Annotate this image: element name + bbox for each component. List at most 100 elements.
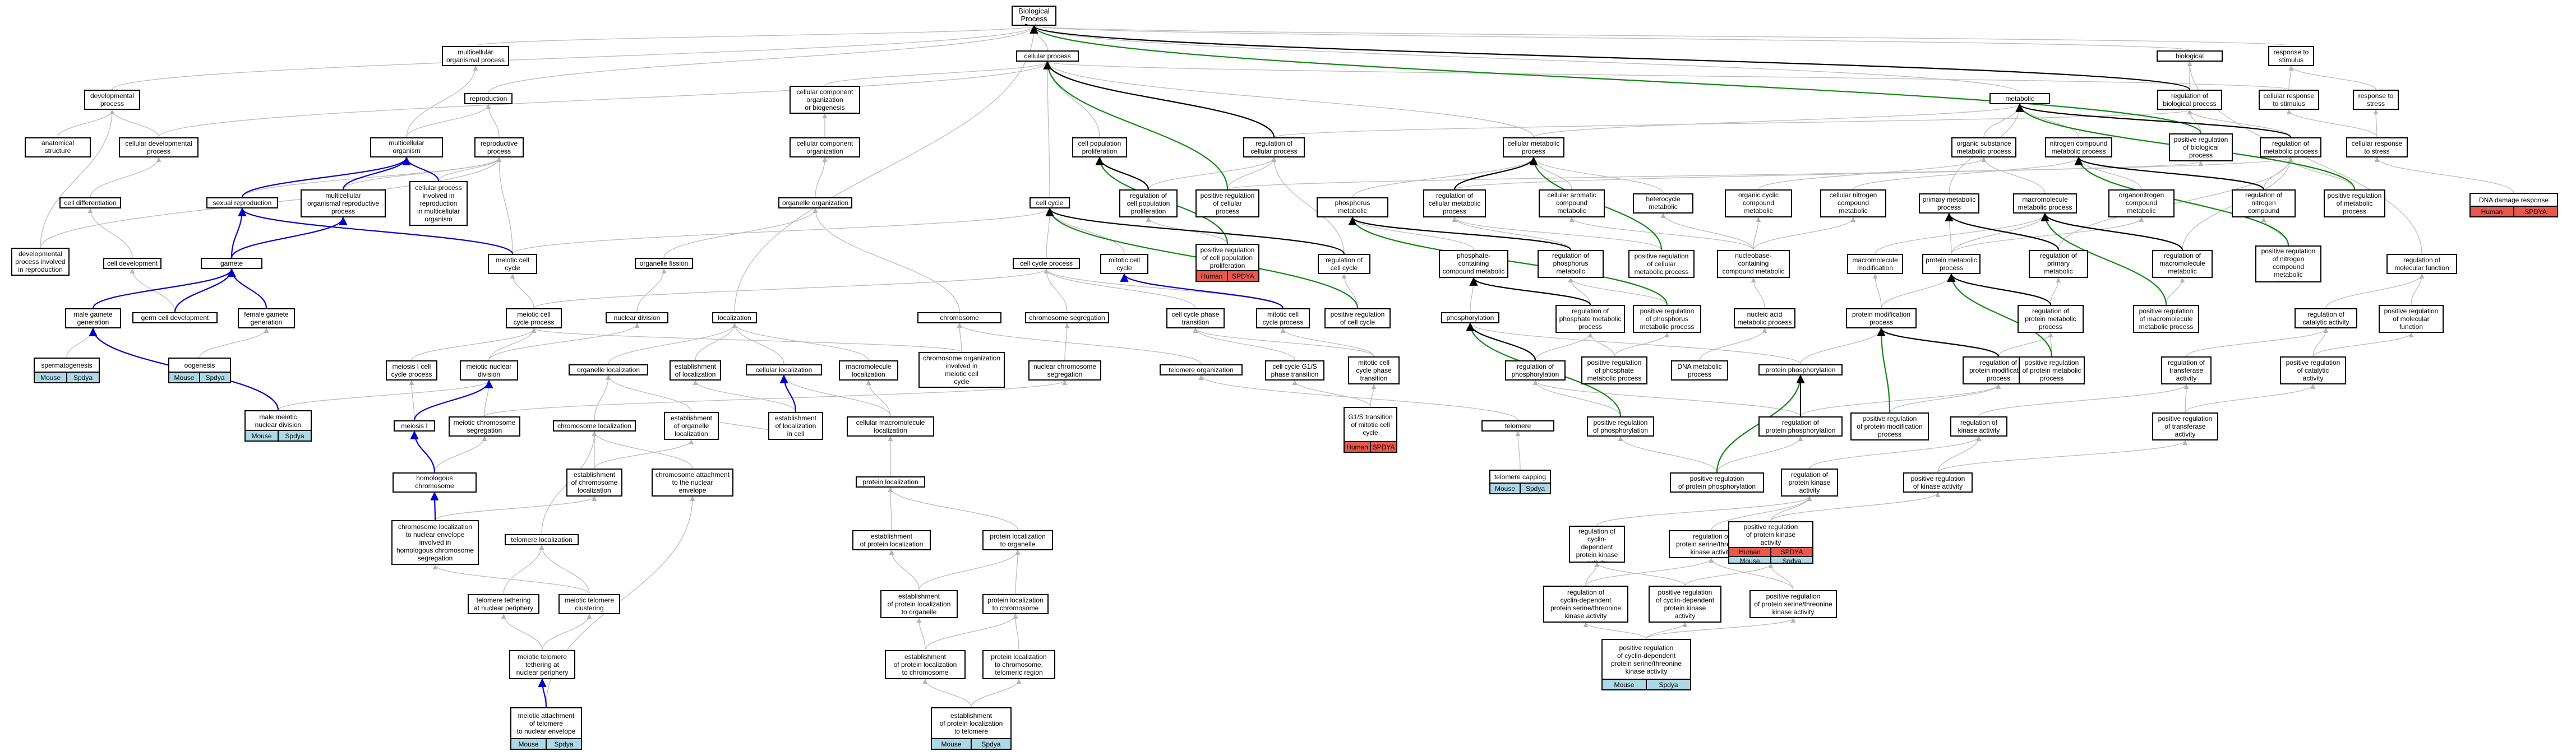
go-term-metabolic-process[interactable]: metabolic process xyxy=(1989,93,2050,104)
go-term-regulation-of-protein-phosphorylation[interactable]: regulation of protein phosphorylation xyxy=(1758,416,1843,437)
go-term-telomere-localization[interactable]: telomere localization xyxy=(505,534,579,545)
go-term-meiotic-cell-cycle[interactable]: meiotic cell cycle xyxy=(488,254,537,274)
go-term-gamete-generation[interactable]: gamete generation xyxy=(201,258,262,269)
go-term-organelle-fission[interactable]: organelle fission xyxy=(635,258,693,269)
go-term-positive-regulation-of-macromolecule-metabolic-process[interactable]: positive regulation of macromolecule met… xyxy=(2133,305,2199,333)
go-term-protein-localization[interactable]: protein localization xyxy=(856,476,925,488)
go-term-cell-cycle-process[interactable]: cell cycle process xyxy=(1013,258,1080,269)
go-term-positive-regulation-of-cell-cycle[interactable]: positive regulation of cell cycle xyxy=(1324,308,1391,328)
go-term-regulation-of-molecular-function[interactable]: regulation of molecular function xyxy=(2386,254,2457,274)
go-term-macromolecule-localization[interactable]: macromolecule localization xyxy=(839,360,898,381)
go-term-multicellular-organism-reproduction[interactable]: multicellular organism reproduction xyxy=(370,137,443,157)
go-term-nuclear-chromosome-segregation[interactable]: nuclear chromosome segregation xyxy=(1028,360,1101,381)
go-term-chromosome-organization[interactable]: chromosome organization xyxy=(917,312,1001,323)
go-term-germ-cell-development[interactable]: germ cell development xyxy=(132,312,218,323)
go-term-protein-modification-process[interactable]: protein modification process xyxy=(1846,308,1917,328)
go-term-cellular-process[interactable]: cellular process xyxy=(1016,50,1079,62)
go-term-nuclear-division[interactable]: nuclear division xyxy=(606,312,668,323)
go-term-positive-regulation-of-protein-kinase-activity[interactable]: positive regulation of protein kinase ac… xyxy=(1728,521,1813,564)
go-term-regulation-of-phosphate-metabolic-process[interactable]: regulation of phosphate metabolic proces… xyxy=(1555,305,1625,333)
go-term-positive-regulation-of-phosphorus-metabolic-process[interactable]: positive regulation of phosphorus metabo… xyxy=(1633,305,1701,333)
go-term-localization[interactable]: localization xyxy=(712,312,757,323)
go-term-regulation-of-protein-metabolic-process[interactable]: regulation of protein metabolic process xyxy=(2018,305,2084,333)
go-term-cellular-process-involved-in-reproduction[interactable]: cellular process involved in reproductio… xyxy=(409,181,468,226)
go-term-multicellular-organismal-reproductive-process[interactable]: multicellular organismal reproductive pr… xyxy=(301,189,386,217)
go-term-meiotic-nuclear-division[interactable]: meiotic nuclear division xyxy=(460,360,518,381)
go-term-cellular-aromatic-compound-metabolic-process[interactable]: cellular aromatic compound metabolic pro… xyxy=(1539,189,1605,217)
go-term-protein-localization-to-chromosome[interactable]: protein localization to chromosome xyxy=(982,594,1049,614)
go-term-establishment-of-protein-localization-to-organelle[interactable]: establishment of protein localization to… xyxy=(880,590,958,618)
go-term-male-gamete-generation[interactable]: male gamete generation xyxy=(65,308,121,328)
go-term-meiotic-telomere-tethering-at-nuclear-periphery[interactable]: meiotic telomere tethering at nuclear pe… xyxy=(509,650,575,679)
go-term-positive-regulation-of-cellular-metabolic-process[interactable]: positive regulation of cellular metaboli… xyxy=(1628,250,1695,278)
go-term-response-to-stimulus[interactable]: response to stimulus xyxy=(2268,46,2314,66)
go-term-chromosome-attachment-to-the-nuclear-envelope[interactable]: chromosome attachment to the nuclear env… xyxy=(652,469,733,497)
go-term-reproductive-process[interactable]: reproductive process xyxy=(474,137,524,157)
go-term-phosphate-containing-compound-metabolic-process[interactable]: phosphate-containing compound metabolic … xyxy=(1439,250,1508,278)
go-term-regulation-of-primary-metabolic-process[interactable]: regulation of primary metabolic process xyxy=(2029,250,2088,278)
go-term-regulation-of-phosphorylation[interactable]: regulation of phosphorylation xyxy=(1505,360,1566,381)
go-term-sexual-reproduction[interactable]: sexual reproduction xyxy=(206,197,278,208)
go-term-regulation-of-cell-cycle[interactable]: regulation of cell cycle xyxy=(1318,254,1370,274)
go-term-meiotic-chromosome-segregation[interactable]: meiotic chromosome segregation xyxy=(449,416,520,437)
go-term-cellular-developmental-process[interactable]: cellular developmental process xyxy=(119,137,198,157)
go-term-positive-regulation-of-cell-population-proliferation[interactable]: positive regulation of cell population p… xyxy=(1195,244,1259,282)
go-term-protein-metabolic-process[interactable]: protein metabolic process xyxy=(1922,254,1981,274)
go-term-positive-regulation-of-phosphate-metabolic-process[interactable]: positive regulation of phosphate metabol… xyxy=(1581,356,1647,384)
go-term-mitotic-cell-cycle[interactable]: mitotic cell cycle xyxy=(1100,254,1148,274)
go-term-regulation-of-biological-process[interactable]: regulation of biological process xyxy=(2157,90,2222,110)
go-term-nitrogen-compound-metabolic-process[interactable]: nitrogen compound metabolic process xyxy=(2045,137,2112,157)
go-term-establishment-of-organelle-localization[interactable]: establishment of organelle localization xyxy=(664,412,719,440)
go-term-chromosome-organization-involved-in-meiotic-cell-cycle[interactable]: chromosome organization involved in meio… xyxy=(918,352,1005,388)
go-term-meiotic-telomere-clustering[interactable]: meiotic telomere clustering xyxy=(558,594,620,614)
go-term-regulation-of-cyclin-dependent-protein-kinase-activity[interactable]: regulation of cyclin-dependent protein k… xyxy=(1569,526,1625,563)
go-term-regulation-of-transferase-activity[interactable]: regulation of transferase activity xyxy=(2161,356,2212,384)
go-term-establishment-of-protein-localization-to-telomere[interactable]: establishment of protein localization to… xyxy=(931,707,1012,750)
go-term-macromolecule-modification[interactable]: macromolecule modification xyxy=(1847,254,1903,274)
go-term-cell-population-proliferation[interactable]: cell population proliferation xyxy=(1072,137,1127,157)
go-term-homologous-chromosome-segregation[interactable]: homologous chromosome segregation xyxy=(393,472,477,493)
go-term-positive-regulation-of-metabolic-process[interactable]: positive regulation of metabolic process xyxy=(2324,189,2385,217)
go-term-positive-regulation-of-catalytic-activity[interactable]: positive regulation of catalytic activit… xyxy=(2280,356,2346,384)
go-term-positive-regulation-of-biological-process[interactable]: positive regulation of biological proces… xyxy=(2169,133,2233,161)
go-term-positive-regulation-of-protein-metabolic-process[interactable]: positive regulation of protein metabolic… xyxy=(2019,356,2085,384)
go-term-regulation-of-nitrogen-compound-metabolic-process[interactable]: regulation of nitrogen compound metaboli… xyxy=(2232,189,2296,217)
go-term-cellular-component-organization[interactable]: cellular component organization xyxy=(790,137,860,157)
go-term-protein-phosphorylation[interactable]: protein phosphorylation xyxy=(1758,364,1843,375)
go-term-female-gamete-generation[interactable]: female gamete generation xyxy=(238,308,295,328)
go-term-dna-metabolic-process[interactable]: DNA metabolic process xyxy=(1671,360,1728,381)
go-term-cellular-metabolic-process[interactable]: cellular metabolic process xyxy=(1503,137,1564,157)
go-term-phosphorylation[interactable]: phosphorylation xyxy=(1441,312,1499,323)
go-term-organelle-organization[interactable]: organelle organization xyxy=(778,197,852,208)
go-term-establishment-of-localization-in-cell[interactable]: establishment of localization in cell xyxy=(768,412,823,440)
go-term-chromosome-localization-to-nuclear-envelope-involved-in-homologous-chromosome-segregation[interactable]: chromosome localization to nuclear envel… xyxy=(391,520,479,565)
go-term-cellular-localization[interactable]: cellular localization xyxy=(746,364,822,375)
go-term-multicellular-organismal-process[interactable]: multicellular organismal process xyxy=(442,46,509,66)
go-term-positive-regulation-of-protein-modification-process[interactable]: positive regulation of protein modificat… xyxy=(1850,412,1929,440)
go-term-establishment-of-protein-localization-to-chromosome[interactable]: establishment of protein localization to… xyxy=(885,650,966,679)
go-term-regulation-of-protein-kinase-activity[interactable]: regulation of protein kinase activity xyxy=(1781,469,1838,497)
go-term-establishment-of-chromosome-localization[interactable]: establishment of chromosome localization xyxy=(566,469,622,497)
go-term-cell-cycle-phase-transition[interactable]: cell cycle phase transition xyxy=(1166,308,1225,328)
go-term-cellular-macromolecule-localization[interactable]: cellular macromolecule localization xyxy=(847,416,934,437)
go-term-cell-development[interactable]: cell development xyxy=(103,258,161,269)
go-term-organonitrogen-compound-metabolic-process[interactable]: organonitrogen compound metabolic proces… xyxy=(2108,189,2175,217)
go-term-positive-regulation-of-molecular-function[interactable]: positive regulation of molecular functio… xyxy=(2379,305,2444,333)
go-term-biological-regulation[interactable]: biological regulation xyxy=(2157,50,2223,62)
go-term-positive-regulation-of-transferase-activity[interactable]: positive regulation of transferase activ… xyxy=(2152,412,2218,440)
go-term-bp[interactable]: Biological Process Spdya xyxy=(1012,6,1056,26)
go-term-regulation-of-catalytic-activity[interactable]: regulation of catalytic activity xyxy=(2295,308,2357,328)
go-term-macromolecule-metabolic-process[interactable]: macromolecule metabolic process xyxy=(2013,193,2077,214)
go-term-response-to-stress[interactable]: response to stress xyxy=(2353,90,2399,110)
go-term-telomere-maintenance[interactable]: telomere maintenance xyxy=(1481,420,1554,432)
go-term-positive-regulation-of-cyclin-dependent-protein-serine-threonine-kinase-activity[interactable]: positive regulation of cyclin-dependent … xyxy=(1601,639,1691,690)
go-term-meiotic-attachment-of-telomere-to-nuclear-envelope[interactable]: meiotic attachment of telomere to nuclea… xyxy=(510,707,582,750)
go-term-cellular-response-to-stress[interactable]: cellular response to stress xyxy=(2346,137,2408,157)
go-term-regulation-of-cell-population-proliferation[interactable]: regulation of cell population proliferat… xyxy=(1119,189,1178,217)
go-term-establishment-of-protein-localization[interactable]: establishment of protein localization xyxy=(852,530,931,550)
go-term-regulation-of-cyclin-dependent-protein-serine-threonine-kinase-activity[interactable]: regulation of cyclin-dependent protein s… xyxy=(1543,586,1628,623)
